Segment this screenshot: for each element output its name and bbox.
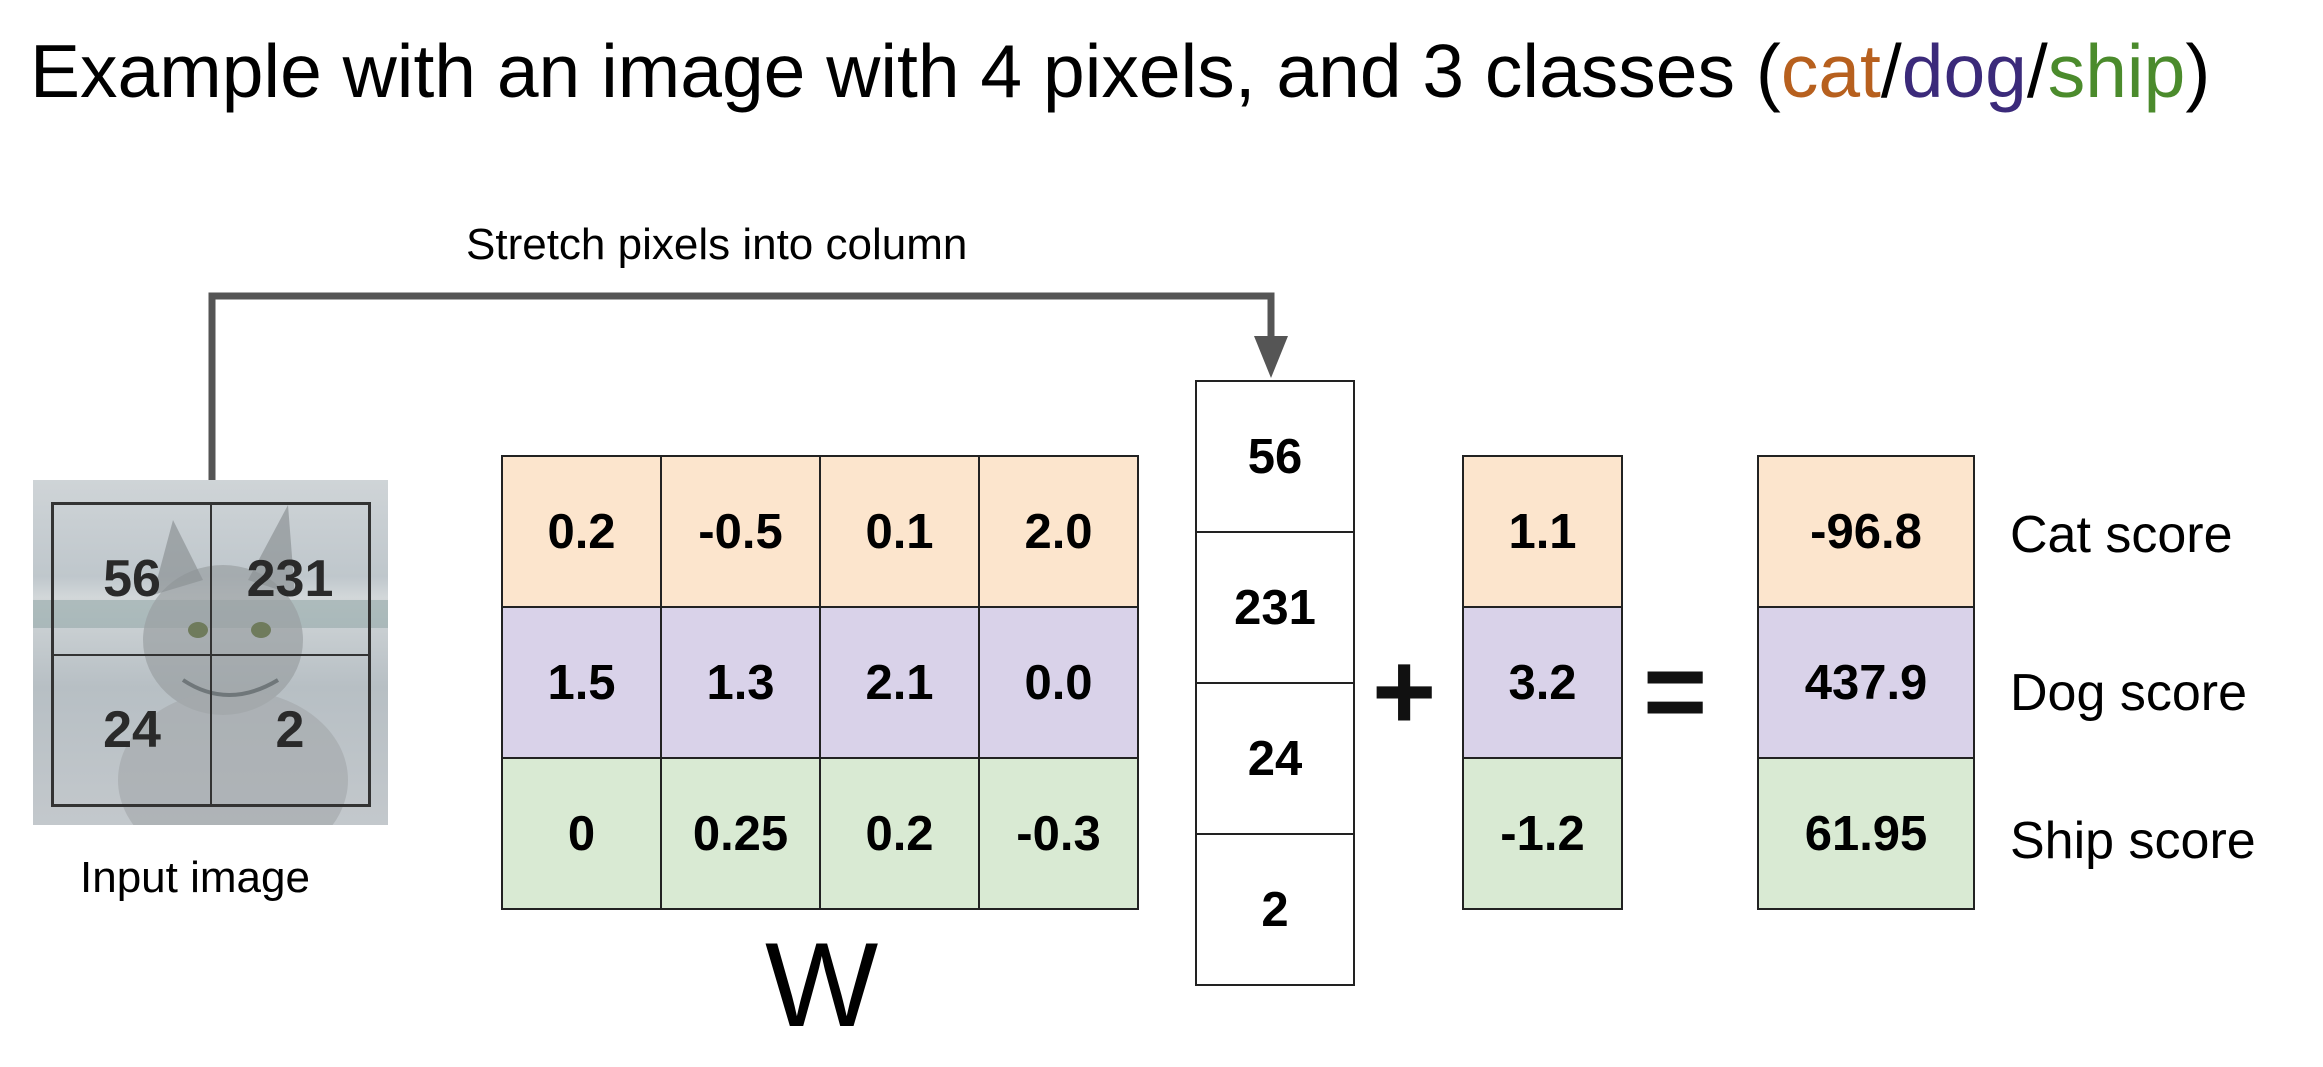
input-image-label: Input image bbox=[80, 853, 310, 902]
x-column: 56 231 24 2 bbox=[1195, 380, 1355, 986]
w-cell: -0.5 bbox=[660, 455, 821, 608]
w-cell: 0 bbox=[501, 757, 662, 910]
title-suffix: ) bbox=[2185, 29, 2211, 113]
score-label-cat: Cat score bbox=[2010, 506, 2233, 564]
w-cell: 2.1 bbox=[819, 606, 980, 759]
page-title: Example with an image with 4 pixels, and… bbox=[30, 30, 2210, 113]
w-cell: -0.3 bbox=[978, 757, 1139, 910]
x-cell: 56 bbox=[1195, 380, 1355, 533]
score-label-ship: Ship score bbox=[2010, 812, 2256, 870]
bias-cell: 3.2 bbox=[1462, 606, 1623, 759]
pixel-cell: 2 bbox=[211, 654, 369, 805]
x-cell: 24 bbox=[1195, 682, 1355, 835]
title-sep-2: / bbox=[2026, 29, 2048, 113]
w-cell: 0.2 bbox=[819, 757, 980, 910]
pixel-cell: 24 bbox=[53, 654, 211, 805]
bias-cell: -1.2 bbox=[1462, 757, 1623, 910]
w-cell: 1.5 bbox=[501, 606, 662, 759]
w-cell: 0.1 bbox=[819, 455, 980, 608]
bias-column: 1.1 3.2 -1.2 bbox=[1462, 455, 1623, 910]
pixel-cell: 231 bbox=[211, 504, 369, 655]
title-sep-1: / bbox=[1880, 29, 1902, 113]
title-cat: cat bbox=[1780, 29, 1881, 113]
title-prefix: Example with an image with 4 pixels, and… bbox=[30, 29, 1781, 113]
x-cell: 231 bbox=[1195, 531, 1355, 684]
plus-sign: + bbox=[1372, 630, 1437, 753]
title-dog: dog bbox=[1901, 29, 2027, 113]
w-matrix: 0.2 -0.5 0.1 2.0 1.5 1.3 2.1 0.0 0 0.25 … bbox=[501, 455, 1139, 910]
title-ship: ship bbox=[2047, 29, 2186, 113]
stretch-label: Stretch pixels into column bbox=[466, 220, 968, 269]
score-cell: -96.8 bbox=[1757, 455, 1975, 608]
w-cell: 0.0 bbox=[978, 606, 1139, 759]
stretch-arrow-line bbox=[208, 292, 1275, 480]
pixel-grid: 56 231 24 2 bbox=[51, 502, 371, 807]
input-image: 56 231 24 2 bbox=[33, 480, 388, 825]
scores-column: -96.8 437.9 61.95 bbox=[1757, 455, 1975, 910]
x-cell: 2 bbox=[1195, 833, 1355, 986]
w-cell: 0.2 bbox=[501, 455, 662, 608]
w-label: W bbox=[765, 918, 879, 1052]
pixel-cell: 56 bbox=[53, 504, 211, 655]
w-cell: 2.0 bbox=[978, 455, 1139, 608]
equals-sign: = bbox=[1643, 630, 1708, 753]
w-cell: 0.25 bbox=[660, 757, 821, 910]
score-cell: 61.95 bbox=[1757, 757, 1975, 910]
bias-cell: 1.1 bbox=[1462, 455, 1623, 608]
score-cell: 437.9 bbox=[1757, 606, 1975, 759]
stretch-arrow-head bbox=[1254, 336, 1288, 378]
score-label-dog: Dog score bbox=[2010, 664, 2247, 722]
w-cell: 1.3 bbox=[660, 606, 821, 759]
